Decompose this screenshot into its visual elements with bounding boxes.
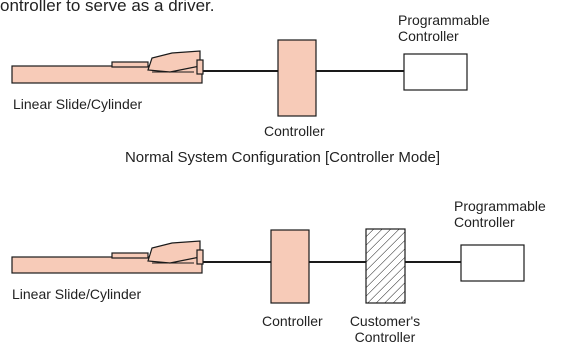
diagram2-controller-label: Controller	[262, 313, 323, 329]
diagram2-slide-label: Linear Slide/Cylinder	[12, 286, 142, 302]
diagram1-controller-box	[277, 39, 317, 117]
diagram2-controller-box	[270, 229, 310, 304]
diagram2-plc-label-line2: Controller	[454, 214, 515, 230]
diagram2-customer-controller-box	[365, 228, 406, 304]
diagram1-plc-label-line2: Controller	[398, 28, 459, 44]
diagram1-slide-label: Linear Slide/Cylinder	[13, 96, 143, 112]
diagram2-linear-slide	[11, 240, 204, 274]
diagram2-customer-label-line1: Customer's	[349, 313, 421, 329]
diagram1-caption: Normal System Configuration [Controller …	[124, 149, 441, 166]
diagram1-plc-label-line1: Programmable	[398, 12, 490, 28]
diagram1-controller-label: Controller	[264, 123, 325, 139]
diagram1-linear-slide	[11, 50, 204, 84]
diagram2-plc-box	[460, 244, 525, 282]
diagram2-customer-label-line2: Controller	[354, 329, 416, 345]
diagram1-plc-box	[403, 53, 468, 91]
intro-text: ontroller to serve as a driver.	[0, 0, 215, 15]
diagram2-plc-label-line1: Programmable	[454, 198, 546, 214]
